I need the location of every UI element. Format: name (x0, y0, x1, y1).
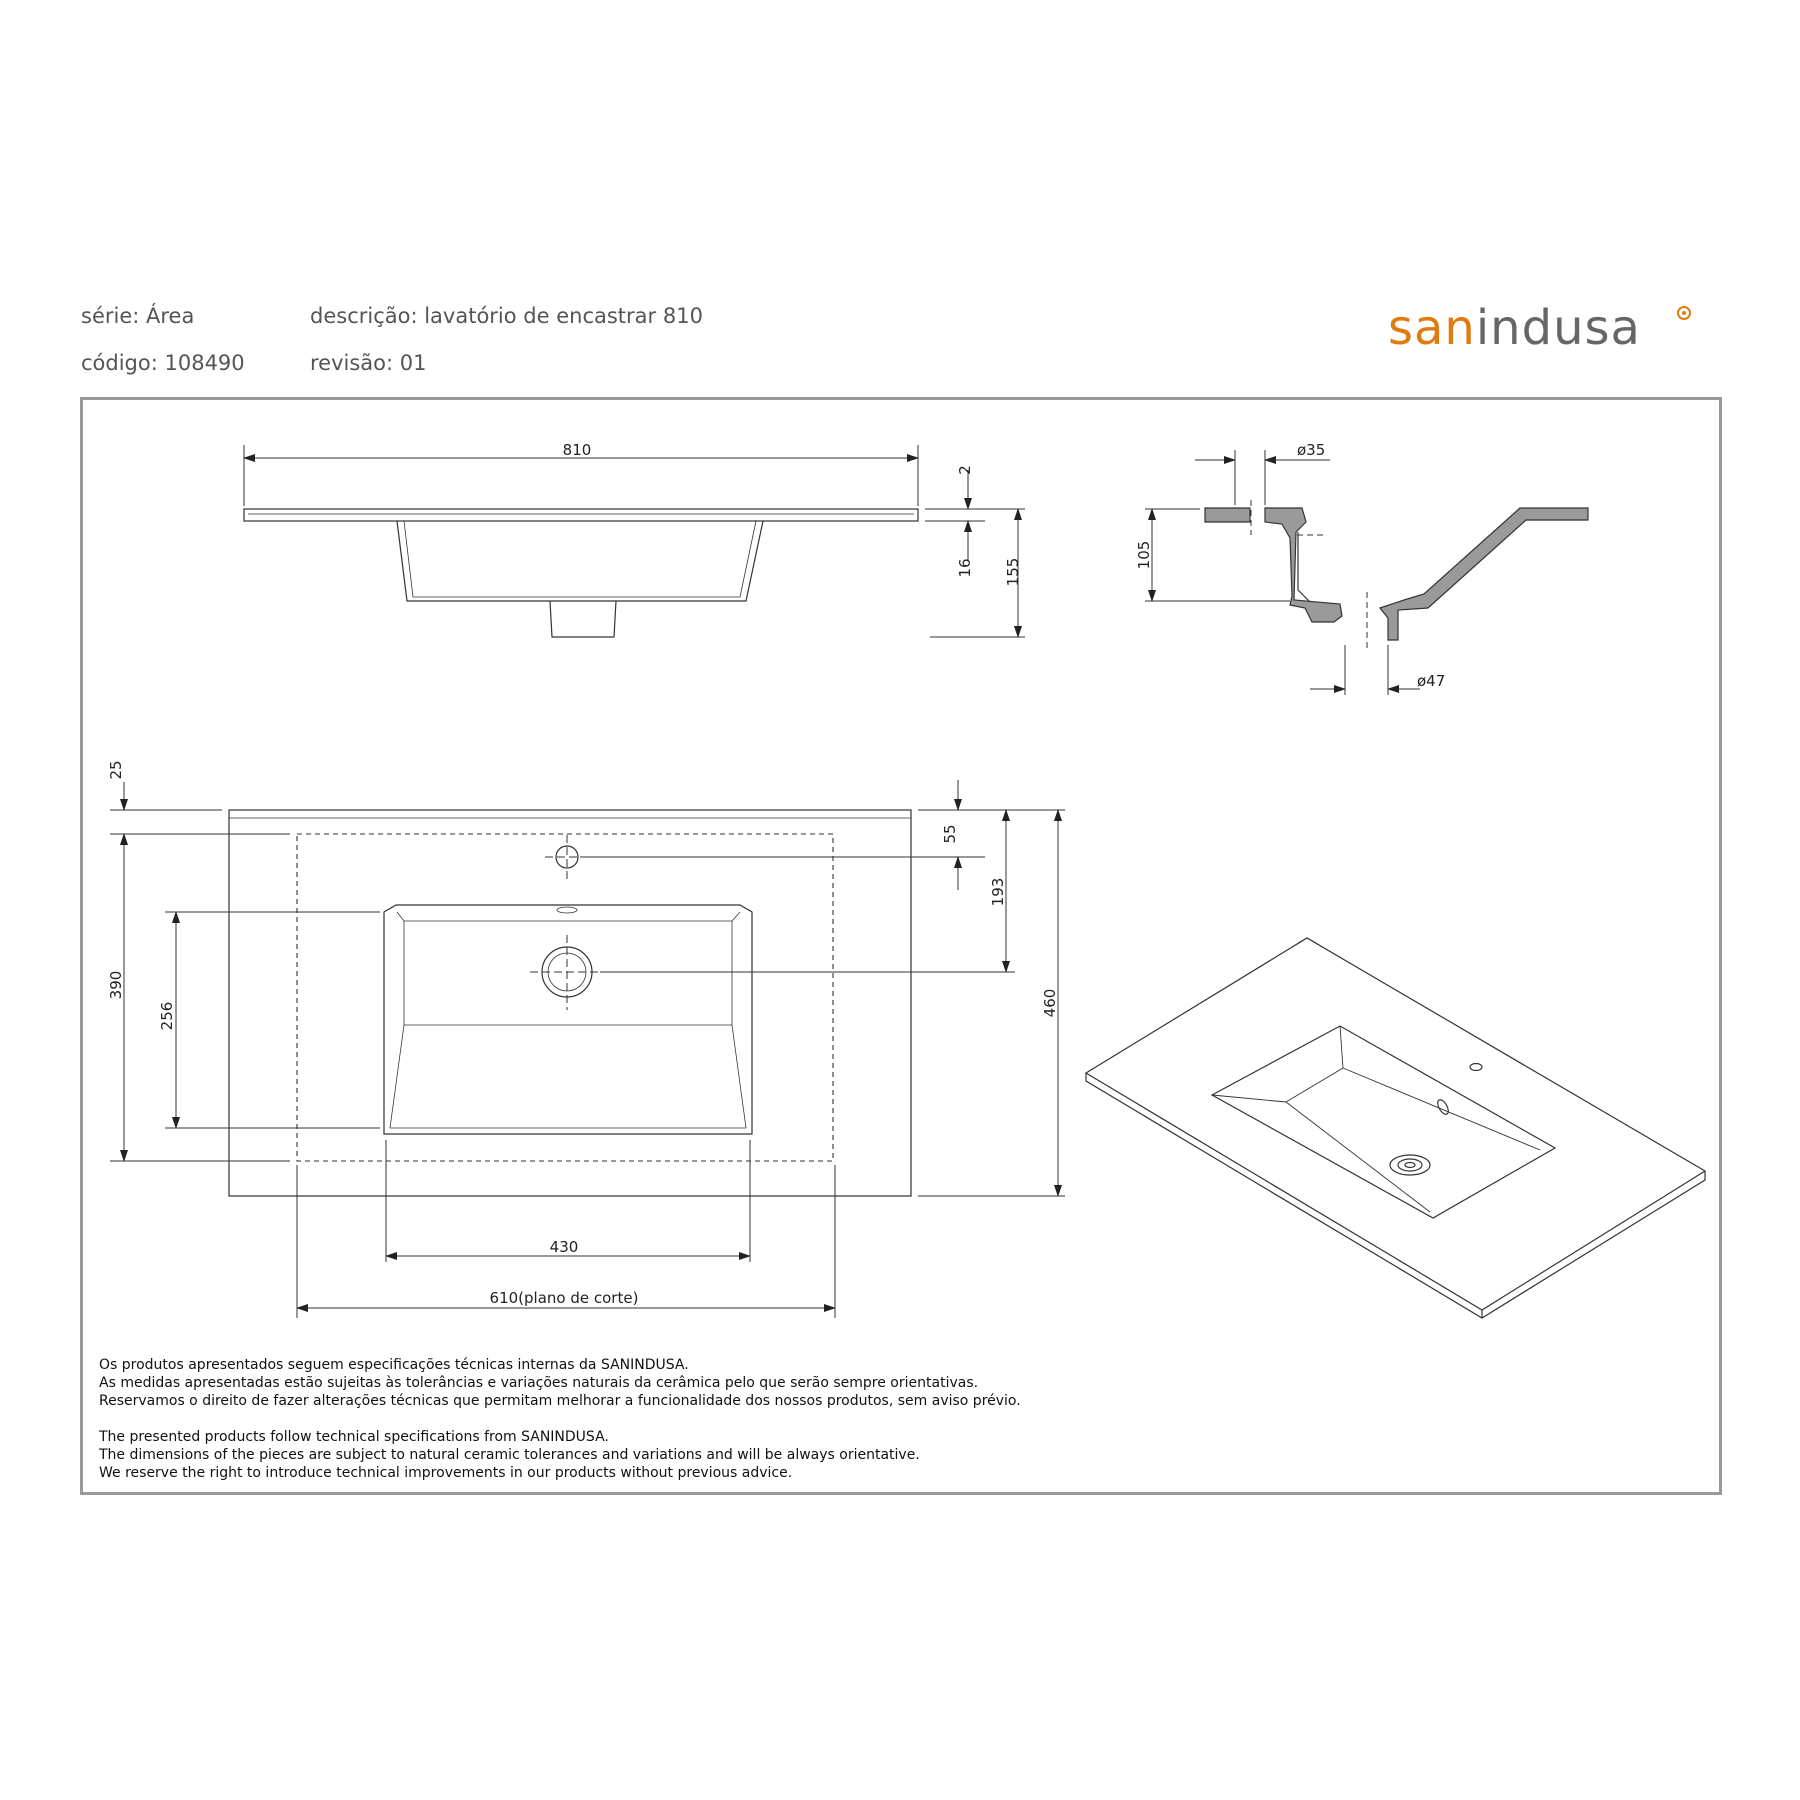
dim-810: 810 (563, 441, 592, 459)
descricao-label: descrição: lavatório de encastrar 810 (310, 304, 703, 328)
dim-16: 16 (956, 558, 974, 577)
dim-2: 2 (956, 465, 974, 475)
serie-label: série: Área (81, 304, 195, 328)
dim-155: 155 (1004, 558, 1022, 587)
dim-d35: ø35 (1297, 441, 1325, 459)
drawing-frame (80, 397, 1722, 1495)
dim-610: 610(plano de corte) (490, 1289, 639, 1307)
note-pt-1: Os produtos apresentados seguem especifi… (99, 1357, 689, 1373)
logo-part-san: san (1388, 300, 1476, 356)
plan-view (228, 809, 912, 1197)
section-centerlines (1250, 500, 1368, 650)
dim-25: 25 (107, 760, 125, 779)
note-pt-2: As medidas apresentadas estão sujeitas à… (99, 1375, 979, 1391)
dim-193: 193 (989, 878, 1007, 907)
note-en-2: The dimensions of the pieces are subject… (99, 1447, 920, 1463)
codigo-label: código: 108490 (81, 351, 245, 375)
dim-55: 55 (941, 824, 959, 843)
sanindusa-logo: sanindusa (1388, 300, 1641, 356)
front-elevation (243, 508, 919, 638)
dim-256: 256 (158, 1002, 176, 1031)
logo-mark-icon (1677, 306, 1691, 320)
plan-dimensions (110, 780, 1065, 1318)
dim-d47: ø47 (1417, 672, 1445, 690)
dim-460: 460 (1041, 989, 1059, 1018)
note-pt-3: Reservamos o direito de fazer alterações… (99, 1393, 1021, 1409)
dim-390: 390 (107, 971, 125, 1000)
disclaimer-notes: Os produtos apresentados seguem especifi… (99, 1356, 1021, 1482)
front-dimensions (243, 445, 1025, 638)
cross-section (1204, 507, 1589, 641)
note-en-3: We reserve the right to introduce techni… (99, 1465, 793, 1481)
note-en-1: The presented products follow technical … (99, 1429, 609, 1445)
plan-centerlines (530, 835, 605, 1010)
revisao-label: revisão: 01 (310, 351, 427, 375)
isometric-view (1084, 937, 1707, 1319)
logo-part-indusa: indusa (1475, 300, 1641, 356)
dim-105: 105 (1135, 541, 1153, 570)
section-dimensions (1145, 450, 1420, 695)
dim-430: 430 (550, 1238, 579, 1256)
